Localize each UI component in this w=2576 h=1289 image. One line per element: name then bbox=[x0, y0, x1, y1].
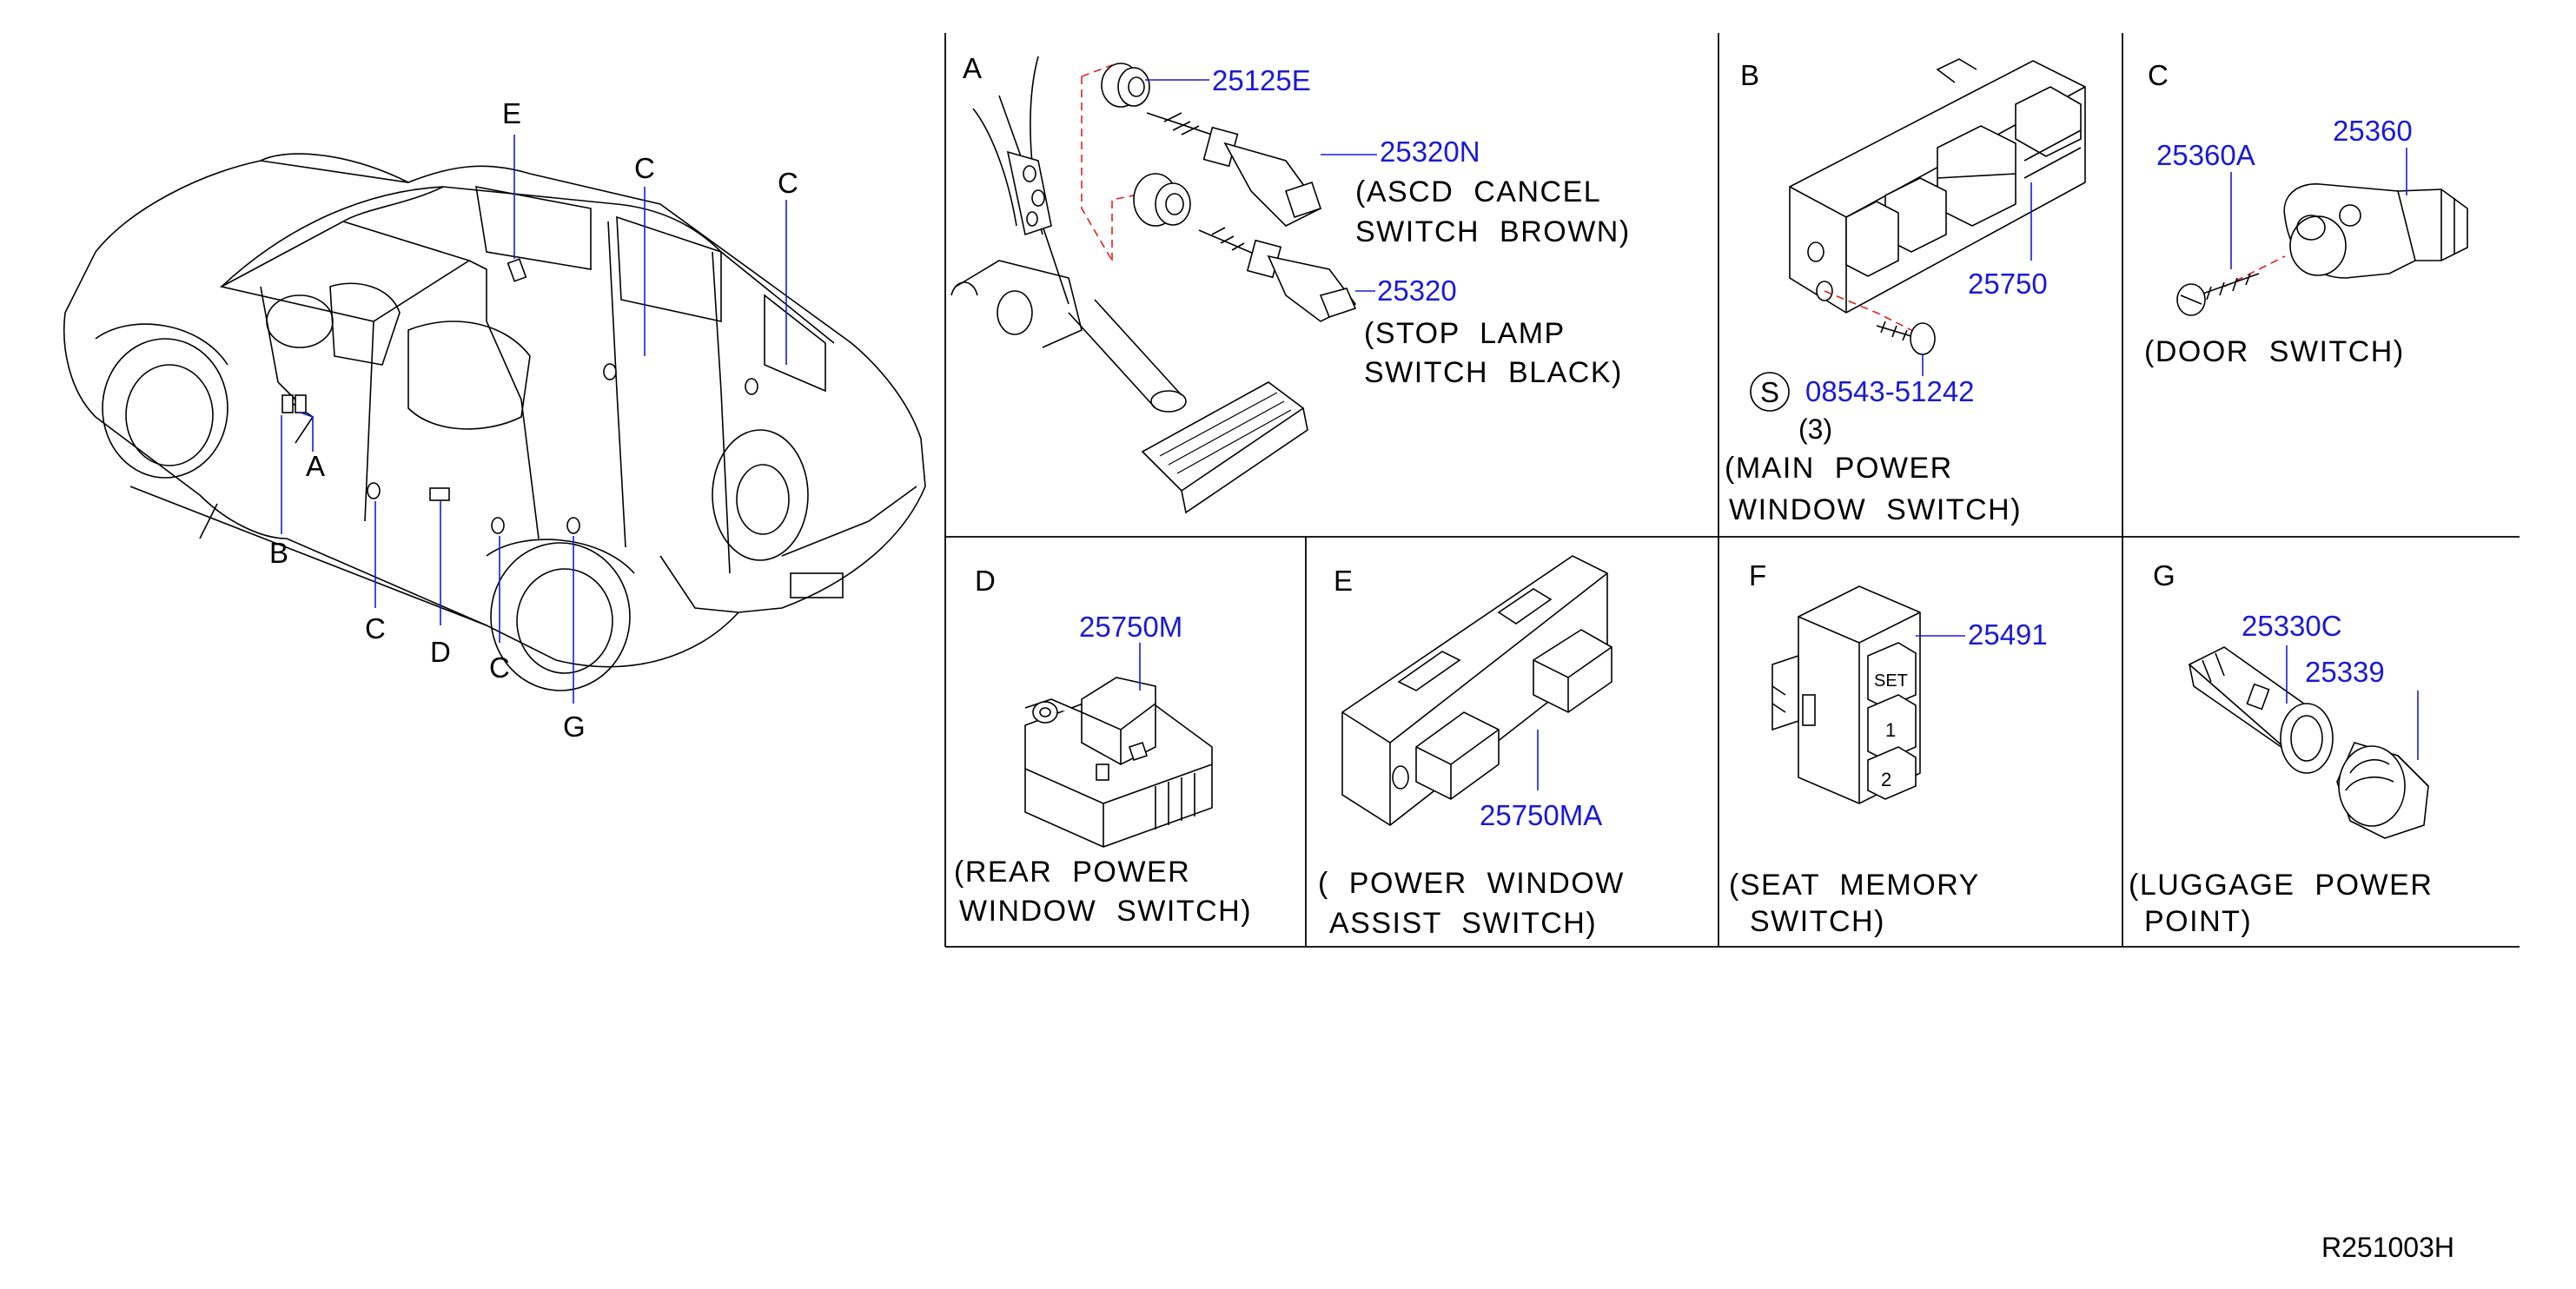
part-number-25320: 25320 bbox=[1377, 274, 1457, 307]
vehicle-label-b: B bbox=[269, 537, 289, 569]
caption-stop-line1: (STOP LAMP bbox=[1364, 317, 1566, 350]
panel-d: D 25750M (REAR POWER WINDOW SWITCH) bbox=[954, 565, 1252, 928]
panel-d-letter: D bbox=[975, 565, 997, 597]
panel-f-letter: F bbox=[1749, 559, 1767, 592]
part-number-25360: 25360 bbox=[2333, 115, 2413, 147]
panel-e-letter: E bbox=[1334, 565, 1354, 597]
caption-luggage-line1: (LUGGAGE POWER bbox=[2129, 869, 2433, 902]
caption-ascd-line2: SWITCH BROWN) bbox=[1355, 215, 1631, 248]
panel-a-letter: A bbox=[963, 52, 983, 84]
vehicle-label-c-rear: C bbox=[778, 167, 799, 199]
part-number-25491: 25491 bbox=[1968, 618, 2048, 651]
vehicle-label-g: G bbox=[563, 711, 586, 743]
caption-rear-power-line1: (REAR POWER bbox=[954, 856, 1190, 889]
panel-a: A bbox=[950, 52, 1631, 514]
vehicle-label-e: E bbox=[502, 97, 522, 129]
quantity-label: (3) bbox=[1798, 413, 1832, 445]
panel-c: C 25360A 25360 (DOOR SWITCH) bbox=[2144, 59, 2468, 368]
panel-e: E 25750MA ( POWER WINDOW ASSIST SWITCH) bbox=[1318, 555, 1625, 940]
panel-c-letter: C bbox=[2148, 59, 2169, 91]
panel-g: G 25330C 25339 (LUGGAGE POWER POINT) bbox=[2129, 559, 2433, 938]
button-mark-2: 2 bbox=[1881, 769, 1891, 790]
panel-f: F SET 1 2 25491 (SEAT MEMORY SWITCH) bbox=[1729, 559, 2048, 938]
vehicle-label-c-front: C bbox=[365, 612, 387, 644]
part-number-25339: 25339 bbox=[2305, 656, 2385, 688]
part-number-25750m: 25750M bbox=[1079, 611, 1182, 643]
vehicle-overview: E C C A B C D C G bbox=[63, 97, 926, 743]
caption-assist-line2: ASSIST SWITCH) bbox=[1329, 907, 1597, 940]
caption-rear-power-line2: WINDOW SWITCH) bbox=[959, 895, 1252, 928]
vehicle-label-c-rear-door: C bbox=[489, 651, 511, 684]
vehicle-label-d: D bbox=[430, 636, 452, 668]
caption-assist-line1: ( POWER WINDOW bbox=[1318, 867, 1625, 900]
panel-grid bbox=[944, 33, 2520, 948]
caption-seat-memory-line1: (SEAT MEMORY bbox=[1729, 869, 1980, 902]
part-number-25750: 25750 bbox=[1968, 268, 2048, 300]
caption-luggage-line2: POINT) bbox=[2144, 905, 2252, 938]
figure-reference: R251003H bbox=[2321, 1232, 2454, 1263]
caption-stop-line2: SWITCH BLACK) bbox=[1364, 356, 1623, 389]
caption-seat-memory-line2: SWITCH) bbox=[1750, 905, 1885, 938]
part-number-25320n: 25320N bbox=[1380, 136, 1480, 168]
button-mark-set: SET bbox=[1874, 671, 1908, 691]
part-number-25360a: 25360A bbox=[2156, 139, 2255, 171]
caption-ascd-line1: (ASCD CANCEL bbox=[1355, 175, 1601, 208]
standard-part-symbol: S bbox=[1760, 376, 1780, 408]
panel-g-letter: G bbox=[2153, 559, 2176, 592]
part-number-25330c: 25330C bbox=[2242, 610, 2342, 642]
part-number-08543-51242: 08543-51242 bbox=[1805, 375, 1975, 407]
caption-main-power-line1: (MAIN POWER bbox=[1725, 452, 1953, 485]
vehicle-label-c-upper: C bbox=[634, 152, 656, 184]
panel-b-letter: B bbox=[1740, 59, 1760, 91]
caption-door-switch: (DOOR SWITCH) bbox=[2144, 335, 2405, 368]
vehicle-label-a: A bbox=[306, 450, 326, 482]
panel-b: B 25750 S 08543-51242 (3) (MAIN POWER WI… bbox=[1725, 58, 2086, 526]
part-number-25750ma: 25750MA bbox=[1480, 799, 1602, 831]
caption-main-power-line2: WINDOW SWITCH) bbox=[1729, 493, 2022, 526]
part-number-25125e: 25125E bbox=[1212, 64, 1311, 96]
button-mark-1: 1 bbox=[1885, 719, 1896, 741]
